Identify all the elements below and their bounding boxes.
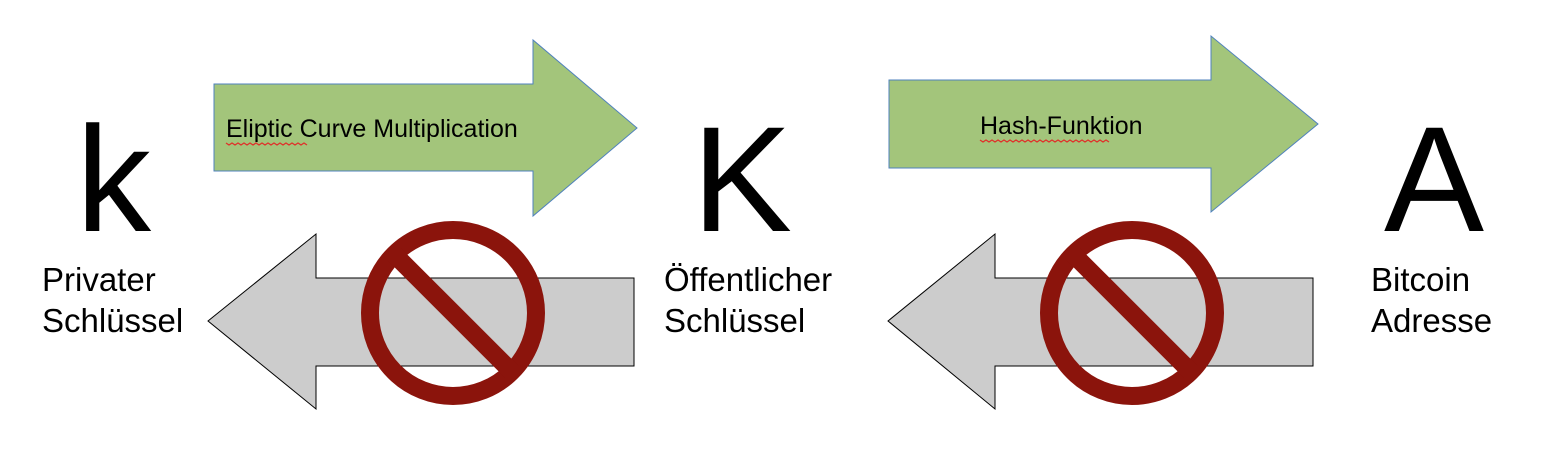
node-bitcoin-address: A Bitcoin Adresse bbox=[1371, 95, 1492, 339]
spellcheck-underline bbox=[225, 142, 308, 146]
prohibition-sign-icon bbox=[361, 221, 545, 405]
node-label-line1: Privater bbox=[42, 261, 156, 298]
node-label-line2: Schlüssel bbox=[664, 302, 805, 339]
prohibition-sign-icon bbox=[1040, 221, 1224, 405]
node-label-line2: Adresse bbox=[1371, 302, 1492, 339]
node-label-line1: Bitcoin bbox=[1371, 261, 1470, 298]
node-public-key: K Öffentlicher Schlüssel bbox=[664, 95, 832, 339]
node-symbol: k bbox=[76, 95, 152, 263]
forward-arrow-shape bbox=[888, 34, 1319, 214]
node-label-line2: Schlüssel bbox=[42, 302, 183, 339]
forward-arrow-shape bbox=[213, 38, 638, 218]
backward-arrow-forbidden-1 bbox=[207, 221, 635, 411]
forward-arrow-ec-multiplication: Eliptic Curve Multiplication bbox=[213, 38, 638, 218]
forward-arrow-label: Eliptic Curve Multiplication bbox=[226, 115, 518, 143]
node-private-key: k Privater Schlüssel bbox=[42, 95, 183, 339]
node-symbol: A bbox=[1384, 95, 1484, 263]
node-label-line1: Öffentlicher bbox=[664, 261, 832, 298]
forward-arrow-label: Hash-Funktion bbox=[980, 112, 1143, 140]
backward-arrow-forbidden-2 bbox=[887, 221, 1314, 411]
forward-arrow-hash-function: Hash-Funktion bbox=[888, 34, 1319, 214]
node-symbol: K bbox=[692, 95, 792, 263]
spellcheck-underline bbox=[979, 139, 1110, 143]
